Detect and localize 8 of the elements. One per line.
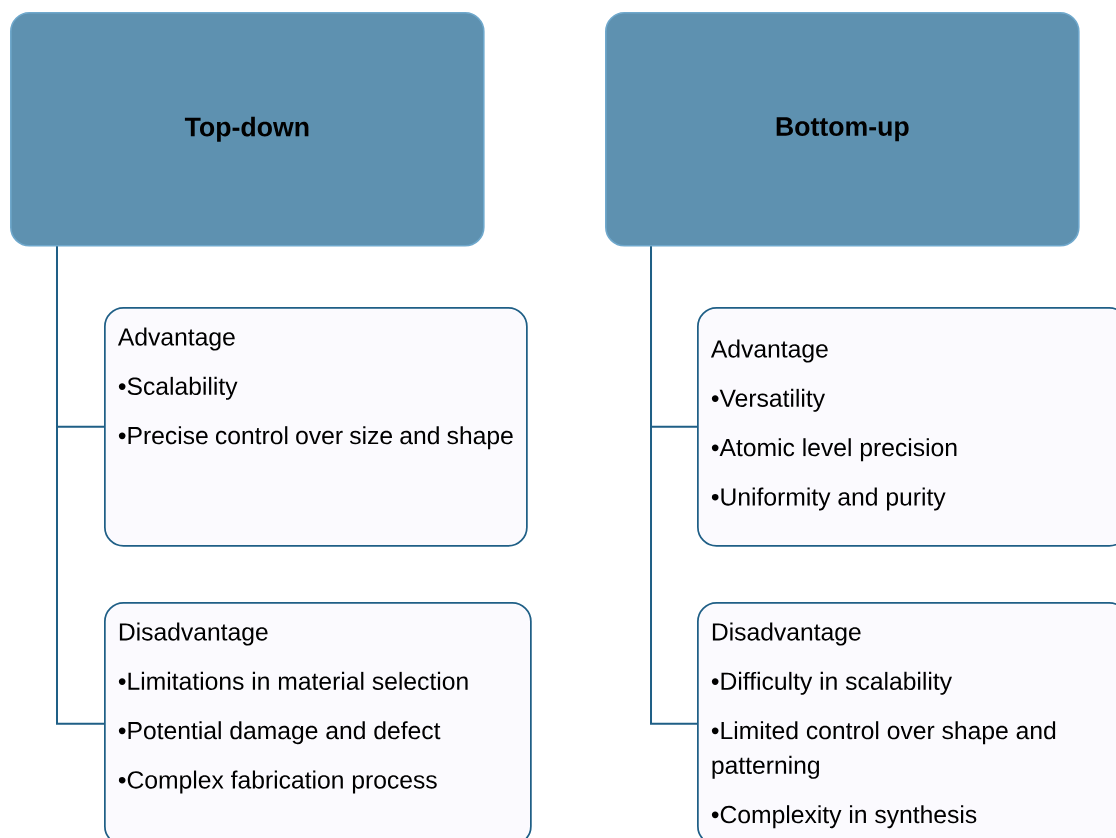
list-box: Disadvantage •Limitations in material selection •Potential damage and defect •Complex fabrication process xyxy=(104,602,532,838)
list-box: Advantage •Scalability •Precise control over size and shape xyxy=(104,307,528,547)
list-box: Disadvantage •Difficulty in scalability •Limited control over shape and patterning •Complexity in synthesis xyxy=(697,602,1116,838)
list-box: Advantage •Versatility •Atomic level precision •Uniformity and purity xyxy=(697,307,1116,547)
category-box: Top-down xyxy=(10,12,485,247)
connector-line xyxy=(56,245,105,725)
connector-line xyxy=(650,245,698,725)
category-box: Bottom-up xyxy=(605,12,1080,247)
